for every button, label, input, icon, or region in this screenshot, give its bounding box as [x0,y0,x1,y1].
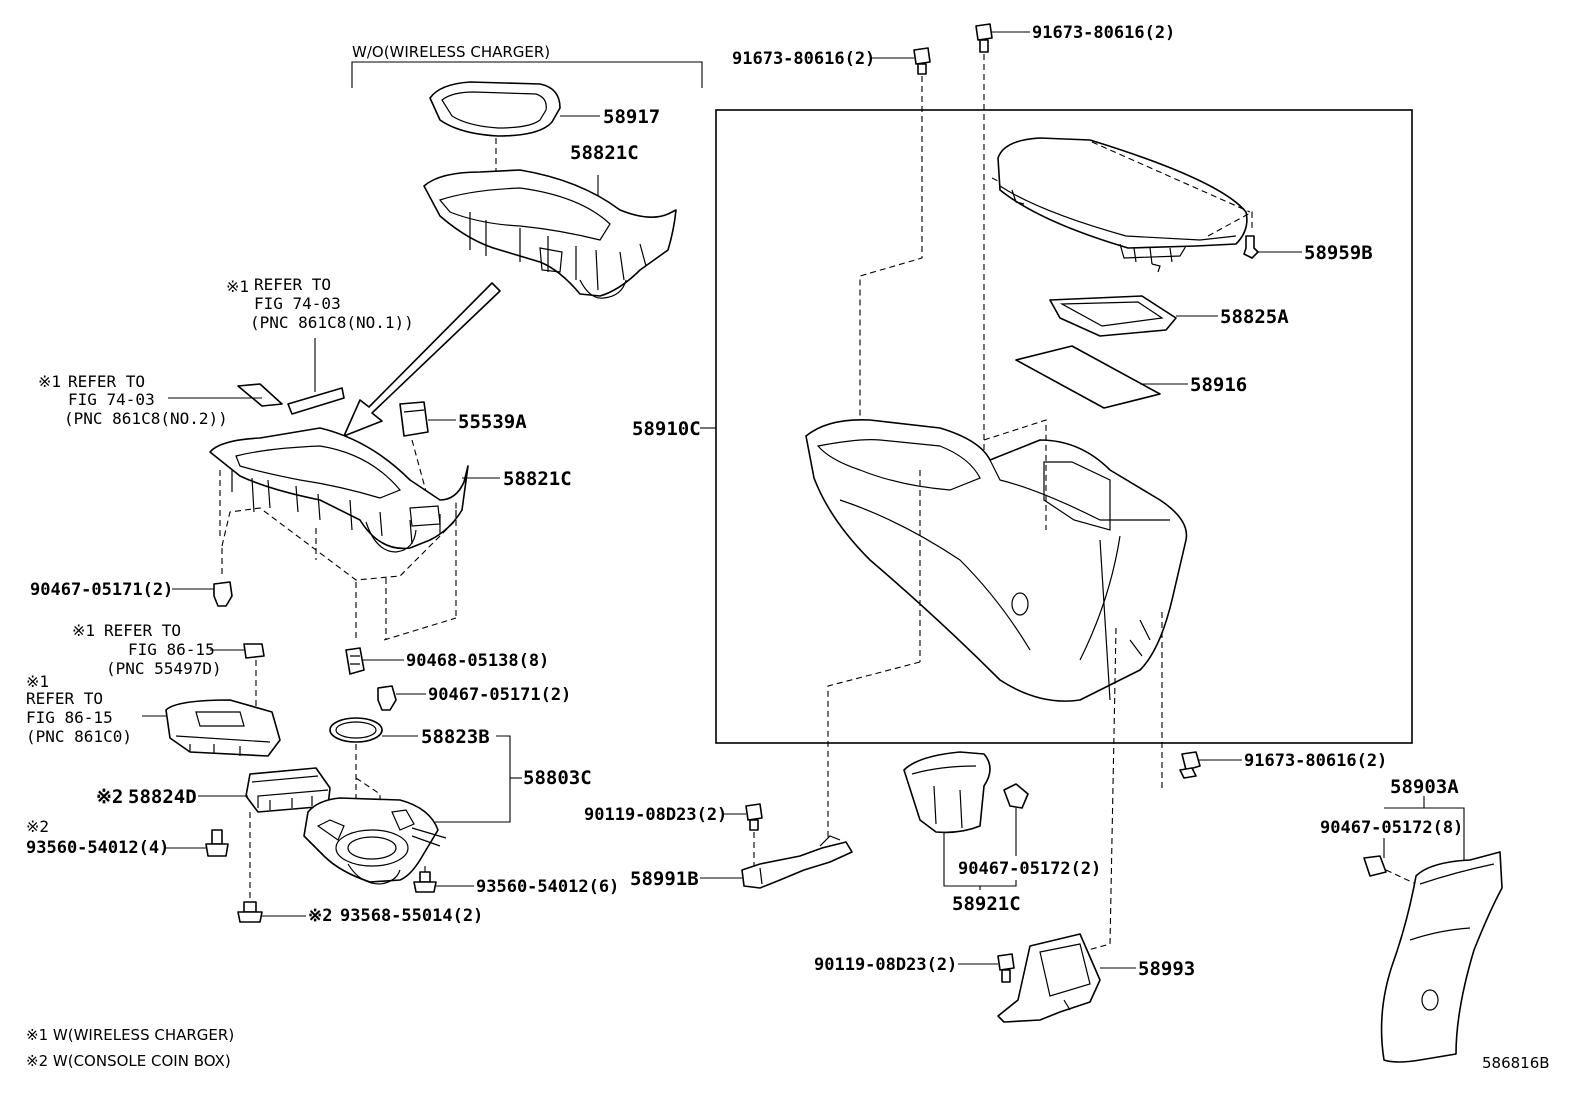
part-90119-bolt-b [997,953,1015,983]
legend-note-2: ※2 W(CONSOLE COIN BOX) [26,1052,231,1070]
armrest-lid [997,137,1248,265]
label-58803c: 58803C [523,767,592,789]
assembly-arrow [343,282,501,437]
label-58823b: 58823B [421,726,490,748]
part-90467-05171-clip-b [377,685,397,711]
svg-text:(PNC 861C8(NO.2)): (PNC 861C8(NO.2)) [64,409,228,428]
label-90467-05171-a: 90467-05171(2) [30,580,173,600]
part-93568-55014-screw [237,901,263,923]
reference-note-3: ※1 REFER TO FIG 86-15 (PNC 55497D) [72,621,222,678]
part-58823b-gasket [329,717,383,743]
part-91673-bolt-b [975,23,993,53]
label-90468-05138: 90468-05138(8) [406,651,549,671]
label-91673-c: 91673-80616(2) [1244,751,1387,771]
label-58824d-mark: ※2 [96,786,123,808]
part-90468-05138-clip [345,647,365,675]
svg-text:※1: ※1 [38,372,61,391]
label-90119-b: 90119-08D23(2) [814,955,957,975]
part-93560-54012-6-screw [413,871,437,893]
label-90467-05171-b: 90467-05171(2) [428,685,571,705]
label-58821c-middle: 58821C [503,468,572,490]
label-58821c-upper: 58821C [570,142,639,164]
bracket-55497d [243,643,265,659]
svg-text:FIG 86-15: FIG 86-15 [26,708,113,727]
label-91673-b: 91673-80616(2) [1032,23,1175,43]
reference-note-2: ※1 REFER TO FIG 74-03 (PNC 861C8(NO.2)) [38,372,228,428]
part-58959b-fastener [1243,235,1259,259]
part-58916-mat [1015,345,1161,409]
part-91673-bolt-c [1179,751,1201,779]
label-58993: 58993 [1138,958,1195,980]
label-58910c: 58910C [632,418,701,440]
part-90467-05172-clip-8 [1363,855,1387,877]
svg-text:REFER TO: REFER TO [254,275,331,294]
svg-text:REFER TO: REFER TO [26,689,103,708]
part-93560-54012-4-screw [205,829,229,857]
svg-text:REFER TO: REFER TO [68,372,145,391]
cup-holder-assembly [303,797,447,885]
label-58824d: 58824D [128,786,197,808]
svg-text:FIG 74-03: FIG 74-03 [254,294,341,313]
part-91673-bolt-a [913,47,931,75]
label-58917: 58917 [603,106,660,128]
label-93560-54012-4: 93560-54012(4) [26,838,169,858]
charger-trim-strips [237,383,345,415]
reference-note-4: ※1 REFER TO FIG 86-15 (PNC 861C0) [26,672,132,746]
part-58903a-side-cover [1380,851,1503,1063]
svg-text:※1: ※1 [72,621,95,640]
part-58821c-middle [209,427,469,553]
wireless-charger-module [165,699,281,757]
part-55539a-switch [399,401,429,437]
label-58916: 58916 [1190,374,1247,396]
label-58959b: 58959B [1304,242,1373,264]
console-body-58910c [805,419,1188,702]
part-58993-bracket [997,933,1101,1023]
figure-id: 586816B [1482,1054,1550,1072]
svg-text:REFER TO: REFER TO [104,621,181,640]
part-90119-bolt-a [745,803,763,831]
variant-header: W/O(WIRELESS CHARGER) [352,43,550,61]
svg-text:(PNC 55497D): (PNC 55497D) [106,659,222,678]
label-58991b: 58991B [630,868,699,890]
part-58917-pad [429,81,561,137]
label-58825a: 58825A [1220,306,1289,328]
part-58821c-upper [423,169,677,299]
part-58991b-bracket [741,835,853,889]
svg-text:※1: ※1 [226,277,249,296]
label-58921c: 58921C [952,893,1021,915]
svg-text:※1: ※1 [26,672,49,691]
part-90467-05171-clip-a [213,581,233,607]
variant-bracket: W/O(WIRELESS CHARGER) [351,43,703,88]
legend-note-1: ※1 W(WIRELESS CHARGER) [26,1026,234,1044]
label-90119-a: 90119-08D23(2) [584,805,727,825]
part-58825a-tray [1049,295,1177,337]
part-90467-05172-clip-2 [1003,783,1029,809]
svg-text:(PNC 861C8(NO.1)): (PNC 861C8(NO.1)) [250,313,414,332]
label-93560-4-mark: ※2 [26,817,49,836]
label-91673-a: 91673-80616(2) [732,49,875,69]
label-90467-05172-8: 90467-05172(8) [1320,818,1463,838]
assembly-58910c-box [715,109,1413,744]
label-55539a: 55539A [458,411,527,433]
label-93560-54012-6: 93560-54012(6) [476,877,619,897]
reference-note-1: ※1 REFER TO FIG 74-03 (PNC 861C8(NO.1)) [226,275,414,332]
svg-text:FIG 86-15: FIG 86-15 [128,640,215,659]
label-93568-55014: 93568-55014(2) [340,906,483,926]
small-screw [1151,263,1161,273]
label-58903a: 58903A [1390,776,1459,798]
part-58921c-panel [903,751,991,834]
svg-text:(PNC 861C0): (PNC 861C0) [26,727,132,746]
svg-text:FIG 74-03: FIG 74-03 [68,390,155,409]
label-93568-mark: ※2 [308,906,332,926]
label-90467-05172-2: 90467-05172(2) [958,859,1101,879]
